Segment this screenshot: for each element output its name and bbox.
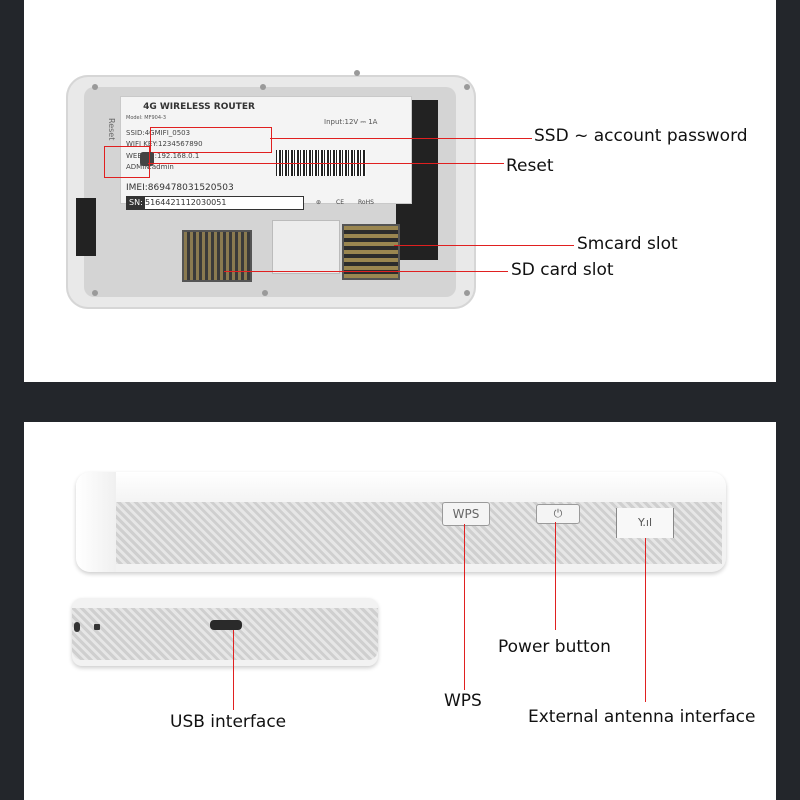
callout-external-antenna: External antenna interface — [528, 707, 756, 727]
wps-button[interactable]: WPS — [442, 502, 490, 526]
sim-tray — [272, 220, 340, 274]
callout-smcard-slot: Smcard slot — [577, 234, 678, 254]
screw — [262, 290, 268, 296]
callout-account-password: SSD ~ account password — [534, 126, 748, 146]
screw — [464, 290, 470, 296]
screw — [260, 84, 266, 90]
label-wifi-key: WIFI KEY:1234567890 — [126, 140, 203, 148]
power-icon[interactable]: ⏻ — [536, 504, 580, 524]
label-ssid: SSID:4GMIFI_0503 — [126, 129, 191, 137]
smcard-slot[interactable] — [342, 224, 400, 280]
label-model: Model: MF904-3 — [126, 115, 167, 121]
reset-side-label: Reset — [107, 118, 116, 141]
callout-line-power — [555, 522, 556, 630]
callout-usb-interface: USB interface — [170, 712, 287, 732]
sd-card-slot[interactable] — [182, 230, 252, 282]
ce-mark: CE — [336, 199, 344, 206]
usb-port[interactable] — [210, 620, 242, 630]
callout-line-sdcard — [224, 271, 508, 272]
cert-mark-icon: ⊛ — [316, 199, 322, 206]
callout-line-reset — [148, 163, 504, 164]
router-sides-panel: WPS ⏻ Y.ıl Power button WPS USB interfac… — [24, 422, 776, 800]
label-webgui: WEBGUI:192.168.0.1 — [126, 152, 200, 160]
reset-highlight-box — [104, 146, 150, 178]
callout-power-button: Power button — [498, 637, 611, 657]
callout-sd-card-slot: SD card slot — [511, 260, 614, 280]
label-sn-value: 5164421112030051 — [145, 198, 227, 207]
rohs-mark: RoHS — [358, 199, 374, 206]
screw — [354, 70, 360, 76]
label-sn: SN: 5164421112030051 — [126, 196, 304, 210]
callout-line-antenna — [645, 538, 646, 702]
label-title: 4G WIRELESS ROUTER — [143, 102, 255, 112]
router-top-edge — [76, 472, 726, 502]
carbon-texture — [72, 608, 378, 660]
screw — [92, 84, 98, 90]
label-imei: IMEI:869478031520503 — [126, 183, 234, 193]
callout-wps: WPS — [444, 691, 482, 711]
reset-button[interactable] — [140, 152, 154, 166]
callout-line-usb — [233, 630, 234, 710]
callout-reset: Reset — [506, 156, 554, 176]
callout-line-account — [270, 138, 532, 139]
router-short-side — [72, 598, 378, 666]
screw — [464, 84, 470, 90]
side-slot-dark — [76, 198, 96, 256]
credentials-highlight-box — [150, 127, 272, 153]
router-end-cap — [76, 472, 116, 572]
label-sn-tag: SN: — [127, 197, 145, 209]
callout-line-wps — [464, 524, 465, 690]
screw — [92, 290, 98, 296]
antenna-signal-icon[interactable]: Y.ıl — [616, 508, 674, 538]
label-input: Input:12V ⎓ 1A — [324, 118, 378, 126]
router-back-panel: 4G WIRELESS ROUTER Model: MF904-3 Input:… — [24, 0, 776, 382]
indicator-hole — [94, 624, 100, 630]
callout-line-smcard — [394, 245, 574, 246]
indicator-hole — [74, 622, 80, 632]
